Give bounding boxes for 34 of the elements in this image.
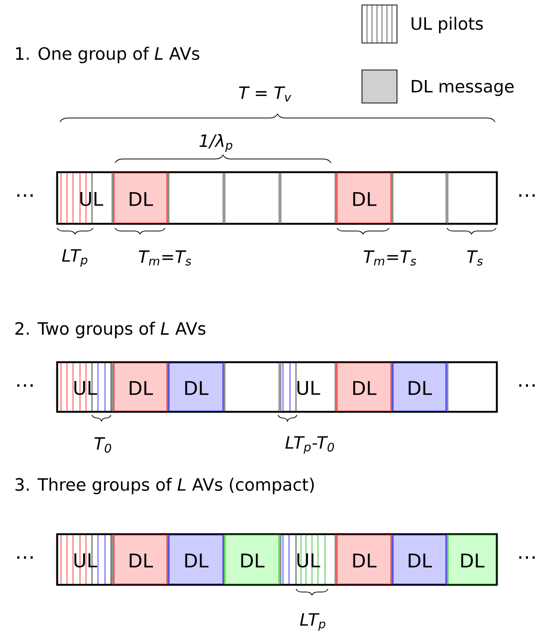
downlink-slot: DL (113, 534, 168, 585)
downlink-slot: DL (113, 172, 168, 224)
downlink-slot: DL (392, 534, 447, 585)
ellipsis: ⋯ (519, 556, 535, 559)
time-label: LT$_{p}$ (62, 249, 88, 267)
time-label: T = T$_{v}$ (239, 86, 292, 102)
downlink-slot: DL (168, 534, 224, 585)
legend-label: UL pilots (412, 16, 483, 34)
time-label: LT$_{p}$-T$_{0}$ (285, 436, 334, 454)
downlink-slot: DL (113, 362, 168, 412)
time-label: T$_{0}$ (94, 437, 112, 453)
ellipsis: ⋯ (17, 384, 33, 387)
time-label: T$_{s}$ (467, 250, 483, 266)
time-label: T$_{m}$=T$_{s}$ (364, 250, 416, 266)
downlink-slot: DL (336, 172, 392, 224)
ellipsis: ⋯ (519, 194, 535, 197)
time-label: LT$_{p}$ (300, 613, 326, 631)
section-heading: 1. One group of L AVs (16, 46, 200, 64)
downlink-slot: DL (447, 534, 497, 585)
ellipsis: ⋯ (17, 194, 33, 197)
downlink-slot: DL (336, 534, 392, 585)
ellipsis: ⋯ (17, 556, 33, 559)
time-label: T$_{m}$=T$_{s}$ (138, 250, 192, 266)
downlink-slot: DL (392, 362, 447, 412)
time-label: 1/λ$_{p}$ (200, 134, 232, 152)
downlink-slot: DL (336, 362, 392, 412)
uplink-slot: UL (280, 362, 336, 412)
downlink-slot: DL (224, 534, 280, 585)
section-heading: 3. Three groups of L AVs (compact) (16, 478, 314, 494)
legend-label: DL message (412, 80, 514, 96)
empty-slot (224, 172, 280, 224)
downlink-slot: DL (168, 362, 224, 412)
section-heading: 2. Two groups of L AVs (15, 322, 206, 338)
ellipsis: ⋯ (519, 384, 535, 387)
